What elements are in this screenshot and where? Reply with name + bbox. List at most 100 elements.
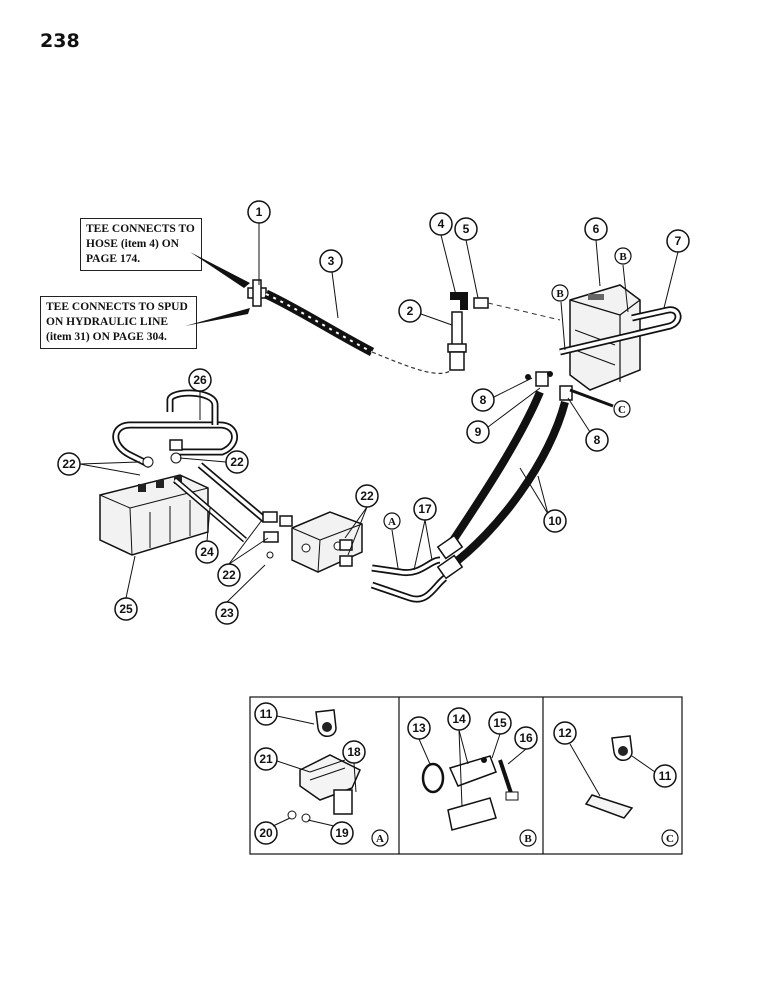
note-line: TEE CONNECTS TO	[86, 223, 195, 235]
callout-label: 3	[328, 254, 335, 268]
callout: 9	[466, 420, 490, 444]
callout: 22	[57, 452, 81, 476]
callout-label: 23	[220, 606, 234, 620]
callout: 24	[195, 540, 219, 564]
note-line: ON HYDRAULIC LINE	[46, 316, 169, 328]
callout: 5	[454, 217, 478, 241]
callout: 11	[254, 702, 278, 726]
callout-label: 21	[259, 752, 273, 766]
callout: 4	[429, 212, 453, 236]
callout: 7	[666, 229, 690, 253]
callout: 3	[319, 249, 343, 273]
callout-label: 11	[260, 707, 273, 721]
callout: 10	[543, 509, 567, 533]
callout-label: 14	[452, 712, 466, 726]
letter-label: B	[556, 288, 564, 300]
callout: 6	[584, 217, 608, 241]
leader-lines	[79, 223, 679, 603]
callout-label: 6	[593, 222, 600, 236]
note-line: TEE CONNECTS TO SPUD	[46, 301, 188, 313]
note-line: (item 31) ON PAGE 304.	[46, 331, 167, 343]
letter-label: B	[619, 251, 627, 263]
callout-label: 2	[407, 304, 414, 318]
callout: 26	[188, 368, 212, 392]
callout: 18	[342, 740, 366, 764]
channel-bracket-icon	[299, 754, 361, 815]
callout: 15	[488, 711, 512, 735]
letter-marker: C	[661, 829, 679, 847]
fittings-22	[142, 439, 353, 567]
callout: 21	[254, 747, 278, 771]
valve-body-6	[569, 284, 641, 391]
callout: 16	[514, 726, 538, 750]
callout-label: 18	[347, 745, 361, 759]
letter-marker: B	[614, 247, 632, 265]
callout-label: 26	[193, 373, 207, 387]
callout: 25	[114, 597, 138, 621]
adapter-2	[447, 311, 467, 371]
hose-3	[264, 289, 453, 375]
callout-label: 16	[519, 731, 533, 745]
clamp-icon	[315, 709, 337, 737]
callout: 14	[447, 707, 471, 731]
callout-label: 1	[256, 205, 263, 219]
callout-label: 22	[230, 455, 244, 469]
callout: 17	[413, 497, 437, 521]
valve-bank-25	[99, 474, 209, 556]
letter-label: C	[618, 404, 626, 416]
note-2-pointer	[185, 308, 250, 326]
callout-label: 8	[594, 433, 601, 447]
callout: 8	[471, 388, 495, 412]
callout-label: 10	[548, 514, 562, 528]
letter-label: C	[666, 833, 674, 845]
letter-label: B	[524, 833, 532, 845]
callout: 20	[254, 821, 278, 845]
callout-label: 15	[493, 716, 507, 730]
callout: 12	[553, 721, 577, 745]
callout-label: 13	[412, 721, 426, 735]
callout: 22	[355, 484, 379, 508]
letter-marker: C	[613, 400, 631, 418]
letter-marker: A	[383, 512, 401, 530]
callout-label: 11	[659, 769, 672, 783]
callout: 23	[215, 601, 239, 625]
note-line: HOSE (item 4) ON	[86, 238, 179, 250]
callout-label: 22	[222, 568, 236, 582]
detail-panels	[249, 696, 683, 855]
callout-label: 7	[675, 234, 682, 248]
callout-label: 17	[418, 502, 432, 516]
callout-label: 8	[480, 393, 487, 407]
callout-label: 19	[335, 826, 349, 840]
letter-label: A	[376, 833, 384, 845]
fittings-8-9	[525, 371, 573, 401]
callout-label: 24	[200, 545, 214, 559]
callout-label: 12	[558, 726, 572, 740]
page-number: 238	[40, 30, 80, 52]
bolt-icon	[498, 759, 519, 801]
callout: 22	[217, 563, 241, 587]
tee-fitting	[247, 279, 267, 307]
elbow-4	[450, 292, 561, 321]
callout: 11	[653, 764, 677, 788]
note-line: PAGE 174.	[86, 253, 141, 265]
callout-label: 20	[259, 826, 273, 840]
note-tee-to-hose: TEE CONNECTS TO HOSE (item 4) ON PAGE 17…	[80, 218, 202, 271]
callout-label: 5	[463, 222, 470, 236]
flange-half-icon	[447, 755, 497, 831]
callout: 19	[330, 821, 354, 845]
letter-marker: B	[551, 284, 569, 302]
letter-marker: B	[519, 829, 537, 847]
letter-marker: A	[371, 829, 389, 847]
callout-label: 9	[475, 425, 482, 439]
letter-label: A	[388, 516, 396, 528]
callout-label: 22	[62, 457, 76, 471]
callout-label: 25	[119, 602, 133, 616]
callout: 22	[225, 450, 249, 474]
o-ring-icon	[421, 762, 445, 794]
clamp-icon	[611, 735, 633, 761]
callout: 13	[407, 716, 431, 740]
note-1-pointer	[190, 252, 250, 288]
channel-strip-icon	[584, 794, 634, 819]
callout: 8	[585, 428, 609, 452]
